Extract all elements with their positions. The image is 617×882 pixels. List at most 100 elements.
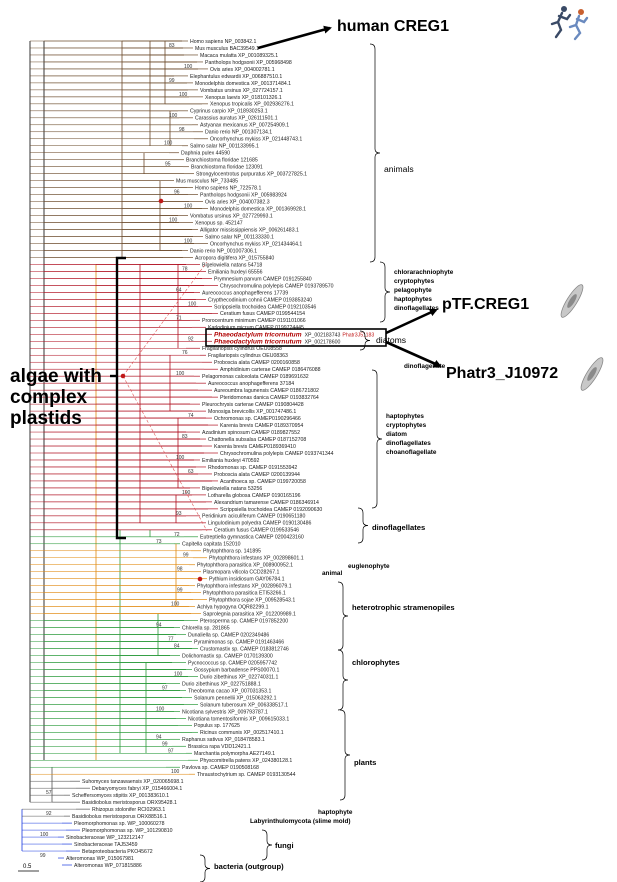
leaf-label: Karenia brevis CAMEP 0189370954 xyxy=(220,423,303,429)
leaf-label: Capitella capitata 152010 xyxy=(182,542,241,548)
bootstrap-value: 100 xyxy=(164,141,173,147)
leaf-label: Physcomitrella patens XP_024380128.1 xyxy=(200,758,292,764)
node-marker-oomycete xyxy=(197,576,203,582)
leaf-label: Monosiga brevicollis XP_001747486.1 xyxy=(208,409,296,415)
bootstrap-value: 95 xyxy=(165,162,171,168)
leaf-label: Durio zibethinus XP_022740311.1 xyxy=(200,674,278,680)
leaf-label: Nicotiana tomentosiformis XP_009615033.1 xyxy=(188,716,289,722)
group-bracket xyxy=(379,261,391,323)
diatom-icon-ptf xyxy=(560,284,584,318)
leaf-label: Branchiostoma floridae 121685 xyxy=(186,158,258,164)
group-label: animals xyxy=(384,164,414,174)
leaf-label: Alteromonas WP_071815886 xyxy=(74,863,142,869)
leaf-label: Sinobacteraceae WP_123212147 xyxy=(66,835,144,841)
bootstrap-value: 99 xyxy=(177,588,183,594)
bootstrap-value: 83 xyxy=(169,43,175,49)
leaf-label: Pycnococcus sp. CAMEP 0205957742 xyxy=(188,660,277,666)
bootstrap-value: 93 xyxy=(176,511,182,517)
group-label: choanoflagellate xyxy=(386,449,437,456)
bootstrap-value: 94 xyxy=(156,734,162,740)
leaf-label: Danio rerio NP_001007306.1 xyxy=(190,248,257,254)
leaf-label: Dolichomastix sp. CAMEP 0170139300 xyxy=(182,653,273,659)
leaf-label: Macaca mulatta XP_001089325.1 xyxy=(200,53,278,59)
leaf-label: Lotharella globosa CAMEP 0190165196 xyxy=(208,493,301,499)
bootstrap-value: 100 xyxy=(184,204,193,210)
leaf-species: Phaeodactylum tricornutum xyxy=(214,331,302,338)
bootstrap-value: 97 xyxy=(162,685,168,691)
group-bracket xyxy=(357,507,369,544)
group-bracket xyxy=(369,43,381,263)
group-label: animal xyxy=(322,570,342,577)
leaf-label: Pythium insidiosum GAY06784.1 xyxy=(209,577,285,583)
group-label: heterotrophic stramenopiles xyxy=(352,603,455,612)
bootstrap-value: 98 xyxy=(179,127,185,133)
leaf-label: Pavlova sp. CAMEP 0190508168 xyxy=(182,765,259,771)
leaf-label: Pelagomonas calceolata CAMEP 0189691632 xyxy=(202,374,309,380)
leaf-label: Solanum pennellii XP_015063292.1 xyxy=(194,695,277,701)
leaf-label: Populus sp. 177625 xyxy=(194,723,240,729)
bootstrap-value: 100 xyxy=(179,92,188,98)
leaf-gene-id: Phatr3J51183 xyxy=(342,332,374,338)
group-brackets xyxy=(199,43,391,882)
leaf-label: Sinobacteraceae TAJ53459 xyxy=(74,842,138,848)
leaf-label: Pteridomonas danica CAMEP 0193832764 xyxy=(220,395,319,401)
leaf-label: Ceratium fusus CAMEP 0199533546 xyxy=(214,528,299,534)
leaf-label: Raphanus sativus XP_018478583.1 xyxy=(182,737,265,743)
leaf-label: Cyprinus carpio XP_018930253.1 xyxy=(190,109,268,115)
bootstrap-value: 100 xyxy=(171,602,180,608)
bootstrap-value: 71 xyxy=(176,315,182,321)
arrow-phatr xyxy=(385,340,442,368)
group-label: dinoflagellates xyxy=(372,523,425,532)
leaf-label: Chrysochromulina polylepis CAMEP 0193741… xyxy=(220,451,334,457)
leaf-label: Pleomorphomonas sp. WP_100060278 xyxy=(74,821,165,827)
group-bracket xyxy=(339,709,351,801)
bootstrap-value: 97 xyxy=(168,748,174,754)
leaf-label: Chattonella subsalsa CAMEP 0187152708 xyxy=(208,437,306,443)
leaf-label: Theobroma cacao XP_007031353.1 xyxy=(188,688,271,694)
leaf-label: Pleurochrysis carterae CAMEP 0190804428 xyxy=(202,402,304,408)
bootstrap-value: 83 xyxy=(182,434,188,440)
leaf-label: Achlya hypogyna OQR82299.1 xyxy=(197,605,269,611)
diatom-icon-phatr xyxy=(580,357,604,391)
leaf-label: Elephantulus edwardii XP_006887510.1 xyxy=(190,74,282,80)
leaf-label: Ovis aries XP_004007382.3 xyxy=(205,200,270,206)
leaf-label: Emiliania huxleyi 470592 xyxy=(202,458,260,464)
expand-line-upper xyxy=(122,261,208,377)
leaf-label: Scrippsiella trochoidea CAMEP 0192103546 xyxy=(214,304,316,310)
bootstrap-value: 76 xyxy=(182,350,188,356)
leaf-label: Eutreptiella gymnastica CAMEP 0200423160 xyxy=(200,535,304,541)
leaf-label: Branchiostoma floridae 123091 xyxy=(191,165,263,171)
group-label: diatom xyxy=(386,431,407,438)
expand-line-lower xyxy=(122,375,208,532)
callout-human-creg1: human CREG1 xyxy=(337,18,449,35)
leaf-label: Karenia brevis CAMEP0189369410 xyxy=(214,444,296,450)
leaf-label: Dunaliella sp. CAMEP 0202349486 xyxy=(188,632,269,638)
group-bracket xyxy=(337,581,349,651)
leaf-label: Mus musculus NP_733485 xyxy=(176,179,238,185)
group-label: Labyrinthulomycota (slime mold) xyxy=(250,818,351,825)
leaf-label: Mus musculus BAC39549.1 xyxy=(195,46,259,52)
bootstrap-value: 100 xyxy=(176,455,185,461)
arrow-human xyxy=(257,25,332,50)
group-label: chlorarachniophyte xyxy=(394,269,454,276)
scale-bar-label: 0.5 xyxy=(23,864,32,870)
leaf-label: Pantholops hodgsonii XP_005968498 xyxy=(205,60,292,66)
leaf-label: Suhomyces tanzawaensis XP_020065698.1 xyxy=(82,779,184,785)
leaf-label: Alligator mississippiensis XP_006261483.… xyxy=(200,227,299,233)
leaf-label: Plasmopara viticola CCD28267.1 xyxy=(203,570,280,576)
leaf-label: Monodelphis domestica XP_001369928.1 xyxy=(210,206,306,212)
group-label: dinoflagellate xyxy=(404,363,446,370)
node-marker-animals xyxy=(158,198,164,204)
bootstrap-value: 99 xyxy=(183,553,189,559)
group-label: chlorophytes xyxy=(352,658,400,667)
leaf-label: Alteromonas WP_015067981 xyxy=(66,856,134,862)
leaf-label: Aureococcus anophagefferens 17739 xyxy=(202,290,288,296)
callout-phatr3: Phatr3_J10972 xyxy=(446,365,558,382)
leaf-label: Brassica rapa VDD12421.1 xyxy=(188,744,251,750)
group-label: cryptophytes xyxy=(394,278,435,285)
leaf-accession: XP_002183743 xyxy=(305,332,341,338)
group-label: haptophytes xyxy=(394,296,432,303)
leaf-label: Homo sapiens NP_722578.1 xyxy=(195,186,261,192)
bootstrap-value: 92 xyxy=(188,336,194,342)
